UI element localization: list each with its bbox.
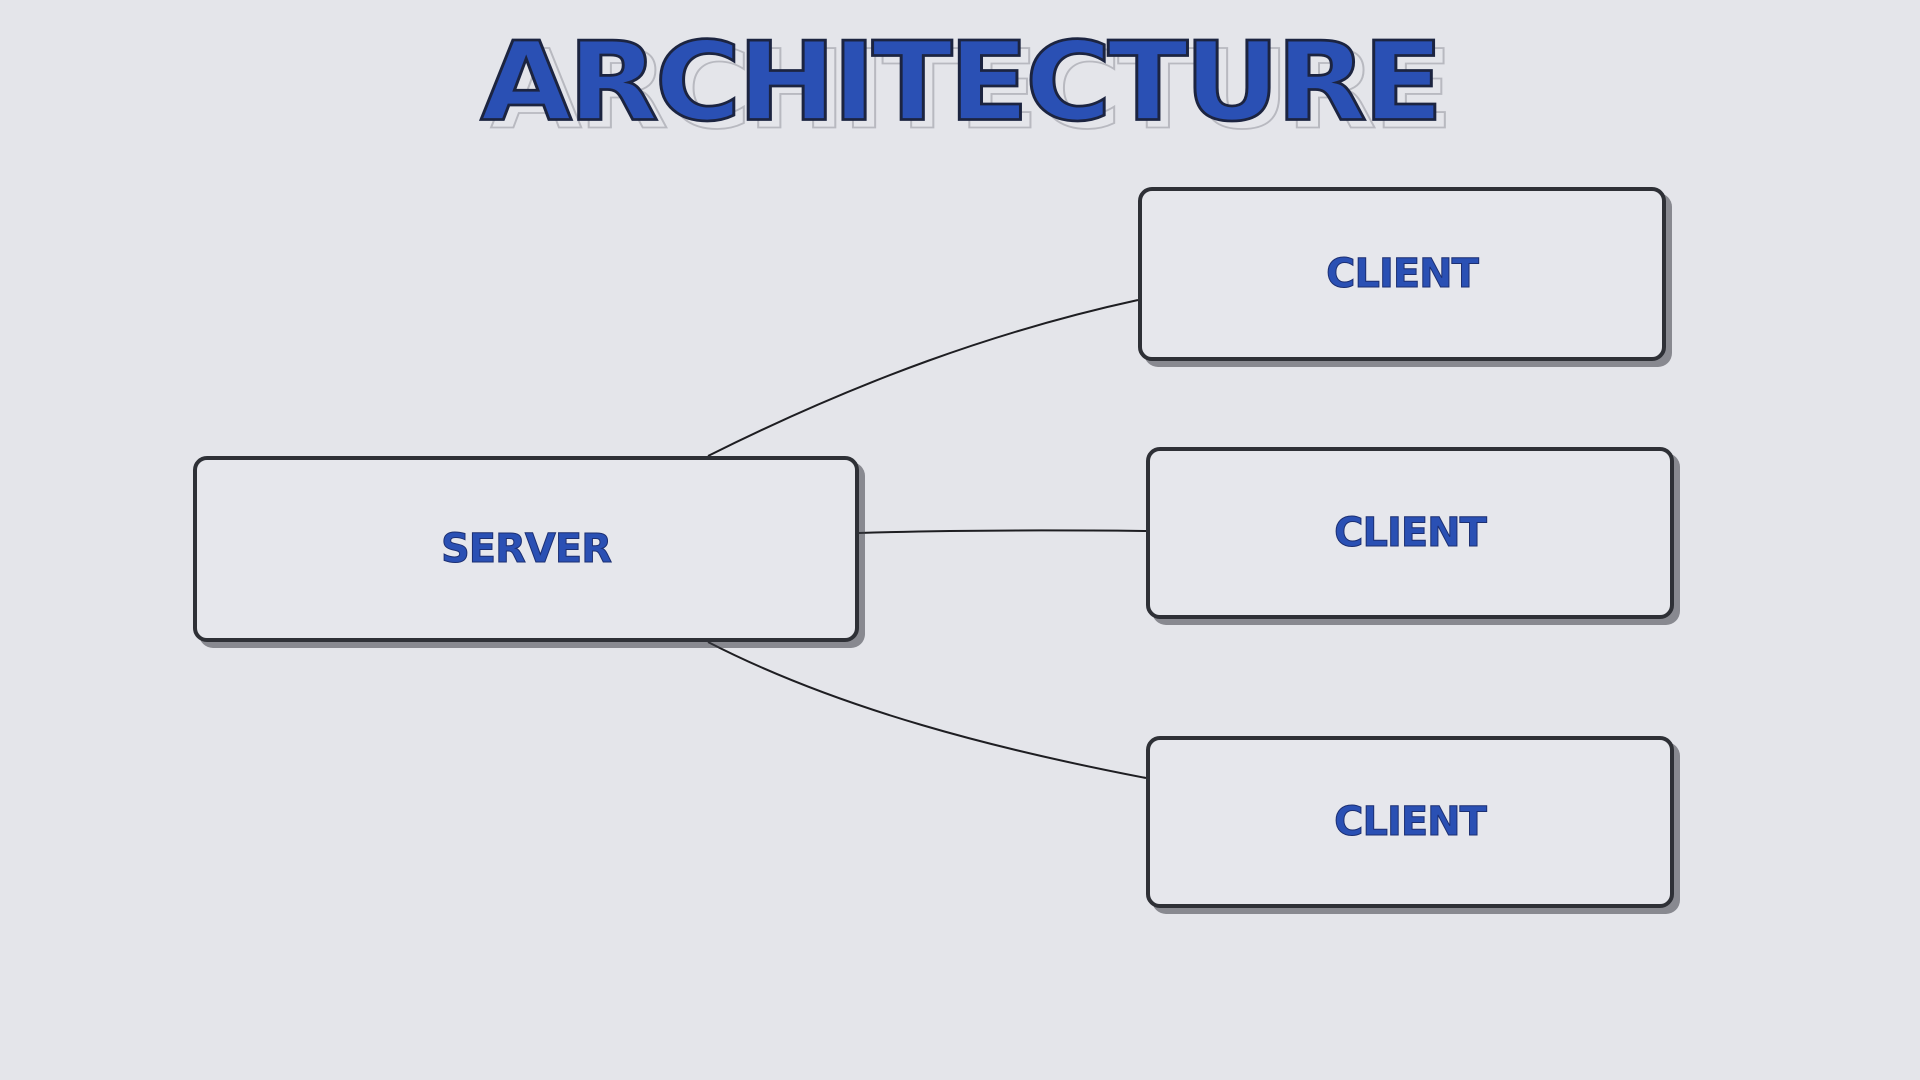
client-label-1: CLIENT [1326, 251, 1480, 298]
server-box: SERVER [193, 456, 859, 642]
client-box-1: CLIENT [1138, 187, 1666, 361]
client-box-2: CLIENT [1146, 447, 1674, 619]
client-box-3: CLIENT [1146, 736, 1674, 908]
diagram-title: ARCHITECTURE [479, 18, 1445, 146]
server-label: SERVER [440, 526, 612, 573]
diagram-title-shadow: ARCHITECTURE [490, 26, 1455, 154]
connector-server-client-3 [707, 641, 1147, 779]
connector-server-client-1 [707, 299, 1139, 457]
client-label-2: CLIENT [1334, 510, 1488, 557]
diagram-title-group: ARCHITECTURE ARCHITECTURE [0, 18, 1920, 154]
client-label-3: CLIENT [1334, 799, 1488, 846]
connector-server-client-2 [858, 529, 1147, 534]
